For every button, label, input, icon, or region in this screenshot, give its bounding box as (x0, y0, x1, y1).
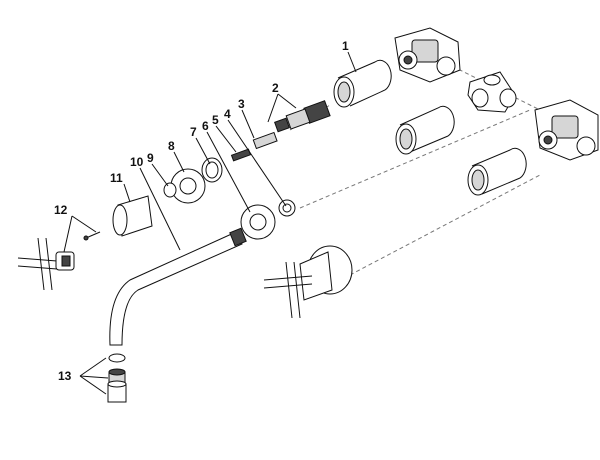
sleeve-lower (467, 147, 527, 196)
callout-6: 6 (202, 119, 209, 133)
leader-lines (63, 51, 357, 395)
callout-12: 12 (54, 203, 68, 217)
callout-9: 9 (147, 151, 154, 165)
valve-body-lower (534, 99, 599, 161)
callout-8: 8 (168, 139, 175, 153)
cross-handle-left (17, 237, 75, 291)
callout-1: 1 (342, 39, 349, 53)
assembled-handle (263, 245, 353, 319)
spout (109, 227, 247, 346)
o-ring-small (278, 199, 296, 217)
rosette-8 (170, 168, 206, 204)
aerator-parts (107, 353, 127, 403)
flange-plate (240, 204, 276, 240)
washer-7 (201, 157, 223, 183)
handle-sleeve (112, 195, 153, 237)
handle-screw (83, 231, 101, 241)
callout-labels: 1 2 3 4 5 6 7 8 9 10 11 12 13 (54, 39, 349, 383)
callout-3: 3 (238, 97, 245, 111)
callout-10: 10 (130, 155, 144, 169)
callout-13: 13 (58, 369, 72, 383)
spindle-extension (230, 131, 278, 162)
tee-fitting (467, 71, 517, 113)
callout-11: 11 (110, 171, 123, 185)
callout-4: 4 (224, 107, 231, 121)
callout-2: 2 (272, 81, 279, 95)
ring-9 (163, 182, 177, 198)
callout-7: 7 (190, 125, 197, 139)
valve-body-upper (394, 27, 461, 83)
sleeve-middle (395, 105, 455, 155)
sleeve-upper (333, 59, 392, 108)
callout-5: 5 (212, 113, 219, 127)
cartridge (274, 100, 331, 133)
